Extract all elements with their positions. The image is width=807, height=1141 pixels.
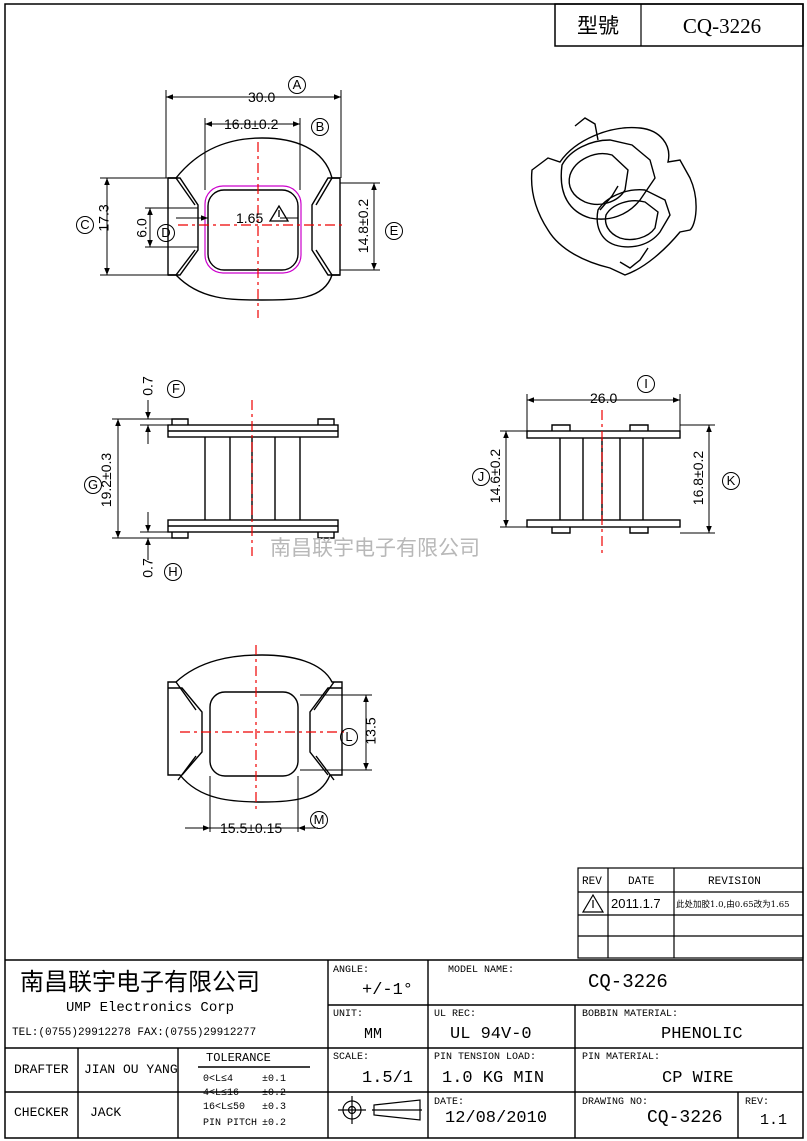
checker-value: JACK	[90, 1105, 122, 1120]
pin-material-value: CP WIRE	[662, 1069, 734, 1088]
unit-label: UNIT:	[333, 1009, 364, 1020]
tolerance-range-1: 0<L≤4	[203, 1074, 234, 1085]
company-contact: TEL:(0755)29912278 FAX:(0755)29912277	[12, 1027, 257, 1039]
dim-m-value: 15.5±0.15	[220, 820, 283, 836]
top-view	[167, 137, 341, 301]
revision-row-triangle-icon	[581, 893, 605, 913]
dim-b-value: 16.8±0.2	[224, 116, 279, 132]
watermark: 南昌联宇电子有限公司	[270, 536, 480, 560]
marker-l: L	[340, 728, 358, 746]
marker-j: J	[472, 468, 490, 486]
dim-g-value: 19.2±0.3	[98, 452, 115, 508]
drafter-value: JIAN OU YANG	[84, 1062, 178, 1077]
dim-i-value: 26.0	[590, 390, 618, 406]
marker-k: K	[722, 472, 740, 490]
marker-d: D	[157, 224, 175, 242]
angle-value: +/-1°	[362, 981, 414, 1000]
dim-h-value: 0.7	[139, 558, 156, 578]
bottom-view-dimensions	[185, 694, 372, 832]
revision-header: REVISION	[708, 876, 761, 888]
company-name-en: UMP Electronics Corp	[66, 1000, 235, 1016]
drawing-no-label: DRAWING NO:	[582, 1097, 649, 1108]
marker-g: G	[84, 476, 102, 494]
marker-f: F	[167, 380, 185, 398]
tolerance-value-2: ±0.2	[262, 1088, 287, 1099]
marker-m: M	[310, 811, 328, 829]
model-name-label: MODEL NAME:	[448, 965, 515, 976]
revision-table-grid	[577, 867, 804, 959]
pin-tension-value: 1.0 KG MIN	[442, 1069, 545, 1088]
dim-center-note: 1.65	[236, 210, 264, 226]
bottom-view	[167, 654, 343, 803]
dim-k-value: 16.8±0.2	[690, 450, 707, 506]
date-header: DATE	[628, 876, 655, 888]
date-label: DATE:	[434, 1097, 465, 1108]
revision-row-text: 此处加胶1.0,由0.65改为1.65	[676, 900, 790, 910]
isometric-view	[530, 117, 697, 276]
checker-label: CHECKER	[14, 1105, 69, 1120]
ul-rec-value: UL 94V-0	[450, 1025, 532, 1044]
marker-e: E	[385, 222, 403, 240]
tolerance-value-1: ±0.1	[262, 1074, 287, 1085]
side-view-right-dimensions	[500, 394, 715, 534]
dim-d-value: 6.0	[133, 218, 150, 238]
marker-h: H	[164, 563, 182, 581]
bobbin-material-label: BOBBIN MATERIAL:	[582, 1009, 679, 1020]
dim-c-value: 17.3	[95, 204, 112, 232]
revision-triangle-icon	[268, 204, 290, 222]
scale-value: 1.5/1	[362, 1069, 414, 1088]
dim-f-value: 0.7	[139, 376, 156, 396]
marker-i: I	[637, 375, 655, 393]
tolerance-range-2: 4<L≤16	[203, 1088, 240, 1099]
date-value: 12/08/2010	[445, 1109, 548, 1128]
bobbin-material-value: PHENOLIC	[661, 1025, 743, 1044]
tolerance-value-3: ±0.3	[262, 1102, 287, 1113]
side-view-left-dimensions	[112, 400, 172, 560]
dim-l-value: 13.5	[362, 717, 379, 745]
pin-pitch-value: ±0.2	[262, 1118, 287, 1129]
top-view-centerlines	[178, 142, 342, 318]
tolerance-label: TOLERANCE	[206, 1051, 271, 1065]
company-name-cn: 南昌联宇电子有限公司	[20, 968, 260, 996]
drawing-no-value: CQ-3226	[647, 1108, 723, 1128]
pin-material-label: PIN MATERIAL:	[582, 1052, 661, 1063]
top-view-dimensions	[100, 90, 380, 276]
pin-pitch-label: PIN PITCH	[203, 1118, 258, 1129]
marker-b: B	[311, 118, 329, 136]
drafter-label: DRAFTER	[14, 1062, 69, 1077]
dim-e-value: 14.8±0.2	[355, 198, 372, 254]
rev-label: REV:	[745, 1097, 770, 1108]
marker-c: C	[76, 216, 94, 234]
tolerance-range-3: 16<L≤50	[203, 1102, 246, 1113]
model-header-label: 型號	[577, 14, 619, 38]
projection-symbol-icon	[338, 1096, 422, 1124]
pin-tension-label: PIN TENSION LOAD:	[434, 1052, 537, 1063]
model-name-value: CQ-3226	[588, 971, 668, 993]
marker-a: A	[288, 76, 306, 94]
rev-header: REV	[582, 876, 602, 888]
angle-label: ANGLE:	[333, 965, 370, 976]
revision-row-date: 2011.1.7	[611, 896, 661, 911]
bottom-view-centerlines	[180, 645, 346, 812]
scale-label: SCALE:	[333, 1052, 370, 1063]
sheet-border	[4, 3, 804, 1139]
ul-rec-label: UL REC:	[434, 1009, 477, 1020]
dim-j-value: 14.6±0.2	[487, 448, 504, 504]
unit-value: MM	[364, 1026, 383, 1043]
dim-a-value: 30.0	[248, 89, 276, 105]
rev-value: 1.1	[760, 1112, 788, 1129]
title-block-grid	[5, 959, 803, 1138]
model-header: 型號 CQ-3226	[554, 3, 804, 47]
side-view-right	[526, 424, 681, 534]
model-header-value: CQ-3226	[683, 14, 761, 38]
side-view-left	[167, 418, 339, 539]
